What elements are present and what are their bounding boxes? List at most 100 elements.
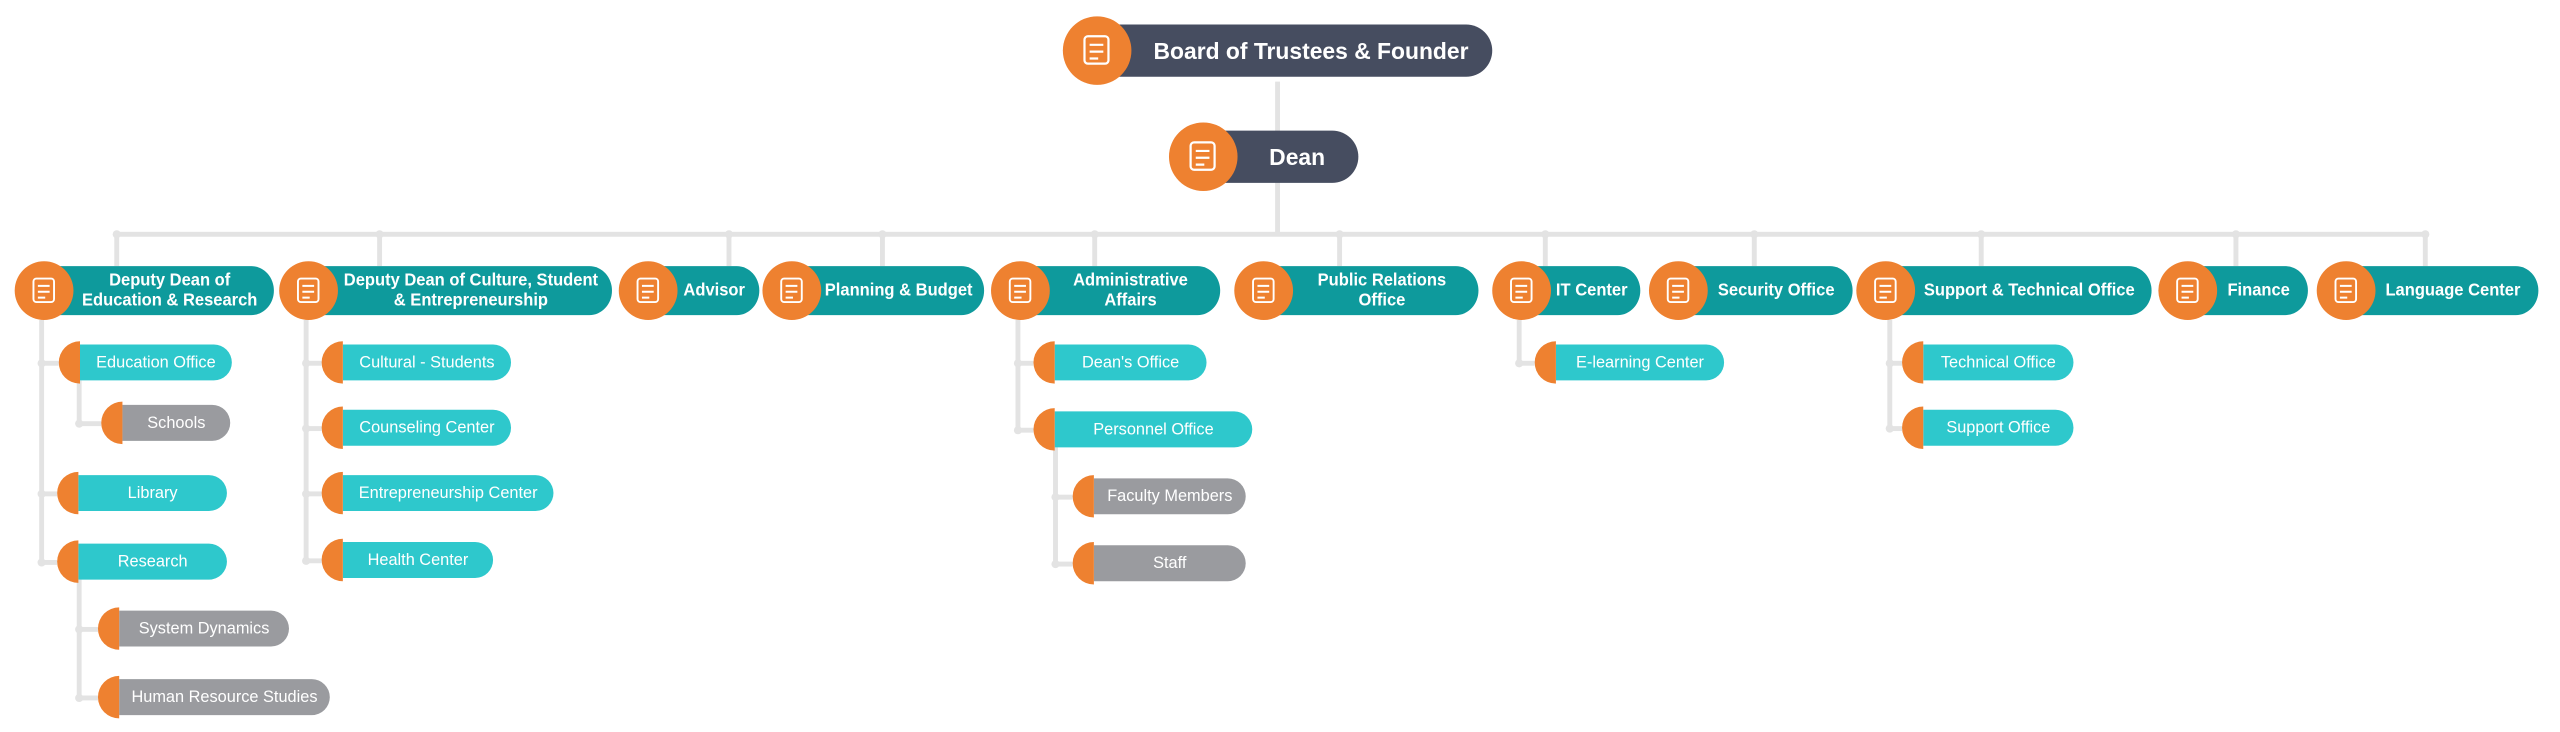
connector-dot [1884,358,1894,367]
connector-dot [374,229,383,238]
unit-label: Research [117,552,188,571]
unit-node[interactable]: Schools [122,404,231,441]
connector-dot [1884,423,1894,432]
connector-line [1017,359,1034,365]
gear-hand-icon [1856,261,1916,320]
connector-dot [1514,358,1523,367]
connector-dot [301,488,310,498]
connector-line [75,380,81,423]
department-label: Deputy Dean of Education & Research [81,271,258,311]
department-node[interactable]: Deputy Dean of Education & Research [44,266,275,316]
unit-node[interactable]: Dean's Office [1054,344,1207,381]
connector-line [302,319,308,560]
connector-line [305,425,322,431]
unit-node[interactable]: Counseling Center [342,409,512,446]
orange-tab-icon [57,471,79,515]
id-badge-icon [991,261,1050,320]
unit-label: Schools [147,413,206,432]
unit-label: Faculty Members [1107,487,1233,506]
connector-line [1977,233,1983,267]
connector-line [1542,233,1547,267]
connector-line [78,420,102,426]
connector-dot [111,229,120,238]
handshake-globe-icon [1234,261,1294,320]
unit-node[interactable]: Technical Office [1923,344,2074,381]
connector-line [40,490,58,496]
unit-label: Staff [1153,554,1187,573]
orange-tab-icon [321,406,343,449]
orange-tab-icon [321,471,343,515]
connector-line [1518,359,1535,365]
connector-line [1052,447,1058,564]
unit-node[interactable]: E-learning Center [1555,344,1725,381]
connector-dot [2231,229,2240,238]
unit-node[interactable]: Health Center [342,542,494,578]
connector-line [40,359,59,365]
orange-tab-icon [97,607,120,650]
unit-label: System Dynamics [138,619,270,638]
connector-line [113,233,119,267]
connector-line [1014,319,1020,430]
money-hand-icon [2158,261,2218,320]
connector-dot [877,229,886,238]
orange-tab-icon [101,401,123,445]
department-label: Deputy Dean of Culture, Student & Entrep… [343,271,599,311]
connector-line [1888,359,1903,365]
unit-node[interactable]: Faculty Members [1093,478,1246,515]
connector-line [115,231,2425,236]
unit-node[interactable]: Library [78,475,227,512]
connector-line [1888,425,1903,431]
connector-dot [36,557,45,566]
connector-line [78,626,98,632]
unit-node[interactable]: Support Office [1923,409,2074,446]
department-node[interactable]: Deputy Dean of Culture, Student & Entrep… [308,266,613,316]
unit-node[interactable]: Entrepreneurship Center [342,475,554,512]
department-node[interactable]: Language Center [2346,266,2539,316]
board-of-trustees-node[interactable]: Board of Trustees & Founder [1097,24,1493,77]
orange-tab-icon [1072,475,1094,518]
unit-node[interactable]: Personnel Office [1054,411,1253,448]
connector-line [38,319,44,562]
connector-line [305,359,322,365]
department-node[interactable]: Administrative Affairs [1020,266,1220,316]
graduation-cap-icon [279,261,338,320]
department-label: Support & Technical Office [1923,280,2135,301]
connector-line [305,490,322,496]
orange-tab-icon [1902,341,1924,384]
connector-dot [1089,229,1098,238]
connector-dot [2420,229,2429,238]
dean-node-label: Dean [1269,143,1326,170]
connector-dot [74,693,83,702]
department-label: Advisor [683,280,745,301]
connector-dot [74,418,83,427]
connector-line [78,694,98,700]
connector-dot [1013,358,1022,367]
unit-node[interactable]: Education Office [79,344,232,381]
consultation-icon [618,261,678,320]
connector-line [1091,233,1097,267]
orange-tab-icon [1072,542,1094,585]
unit-node[interactable]: System Dynamics [119,610,289,647]
connector-dot [1050,492,1059,501]
connector-line [1515,319,1521,363]
department-label: Finance [2227,280,2290,301]
orange-tab-icon [1902,406,1924,449]
connector-line [2422,233,2427,267]
connector-line [376,233,382,267]
unit-node[interactable]: Human Resource Studies [119,679,330,716]
department-node[interactable]: Public Relations Office [1263,266,1480,316]
unit-node[interactable]: Research [78,543,227,580]
unit-label: Human Resource Studies [131,688,318,707]
department-node[interactable]: Planning & Budget [791,266,985,316]
unit-node[interactable]: Cultural - Students [342,344,512,381]
unit-label: Cultural - Students [359,353,495,372]
unit-node[interactable]: Staff [1093,545,1246,582]
connector-line [75,579,81,698]
unit-label: Technical Office [1940,353,2056,372]
connector-dot [1334,229,1343,238]
unit-label: Entrepreneurship Center [358,484,538,503]
connector-dot [74,624,83,633]
department-node[interactable]: Support & Technical Office [1885,266,2152,316]
connector-dot [1749,229,1758,238]
unit-label: Personnel Office [1093,420,1214,439]
